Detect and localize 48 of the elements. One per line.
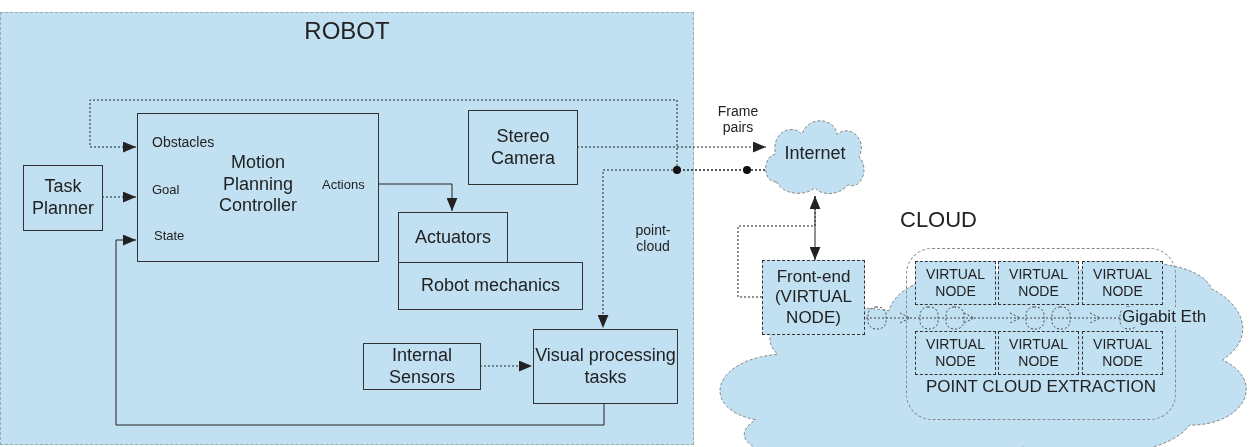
node-label: Internet: [784, 143, 846, 165]
arrow: [101, 191, 137, 203]
process-box: [468, 110, 578, 185]
node-label: Robot mechanics: [420, 275, 561, 297]
arrow: [576, 141, 767, 153]
cluster-boundary: [906, 248, 1176, 420]
node-label: Internal Sensors: [387, 344, 456, 389]
node-label: VIRTUAL NODE: [925, 336, 986, 370]
arrow: [115, 234, 605, 426]
arrow: [479, 360, 533, 372]
node-label: VIRTUAL NODE: [1008, 266, 1069, 300]
virtual-node-box: [915, 261, 996, 305]
virtual-node-box: [915, 331, 996, 375]
process-box: [398, 262, 583, 310]
process-box: [363, 343, 481, 390]
node-label: Task Planner: [30, 176, 95, 220]
node-label: VIRTUAL NODE: [925, 266, 986, 300]
process-box: [23, 165, 103, 231]
process-box: [137, 113, 379, 262]
link-label: Gigabit Eth: [1122, 307, 1207, 327]
node-label: Visual processing tasks: [534, 344, 677, 389]
process-box: [533, 329, 678, 404]
node-label: Actions: [322, 177, 365, 193]
node-label: Actuators: [414, 226, 491, 249]
virtual-node-box: [762, 260, 865, 335]
node-label: VIRTUAL NODE: [1092, 336, 1153, 370]
virtual-node-box: [998, 261, 1079, 305]
node-label: CLOUD: [900, 207, 977, 234]
arrow: [377, 183, 458, 212]
node-label: POINT CLOUD EXTRACTION: [924, 376, 1158, 397]
node-label: VIRTUAL NODE: [1008, 336, 1069, 370]
node-label: State: [154, 228, 185, 244]
node-label: Front-end (VIRTUAL NODE): [773, 266, 854, 329]
virtual-node-box: [1082, 331, 1163, 375]
arrow: [809, 195, 821, 261]
node-label: Stereo Camera: [490, 125, 556, 170]
process-box: [398, 212, 508, 263]
edge-label: Frame pairs: [716, 103, 760, 136]
node-label: VIRTUAL NODE: [1092, 266, 1153, 300]
node-label: Goal: [152, 182, 180, 198]
edge-label: point-cloud: [634, 222, 672, 255]
node-label: Motion Planning Controller: [218, 152, 298, 217]
virtual-node-box: [998, 331, 1079, 375]
arrow: [597, 169, 766, 329]
node-label: ROBOT: [303, 17, 391, 46]
virtual-node-box: [1082, 261, 1163, 305]
system-boundary: [0, 12, 694, 445]
node-label: Obstacles: [152, 134, 215, 151]
